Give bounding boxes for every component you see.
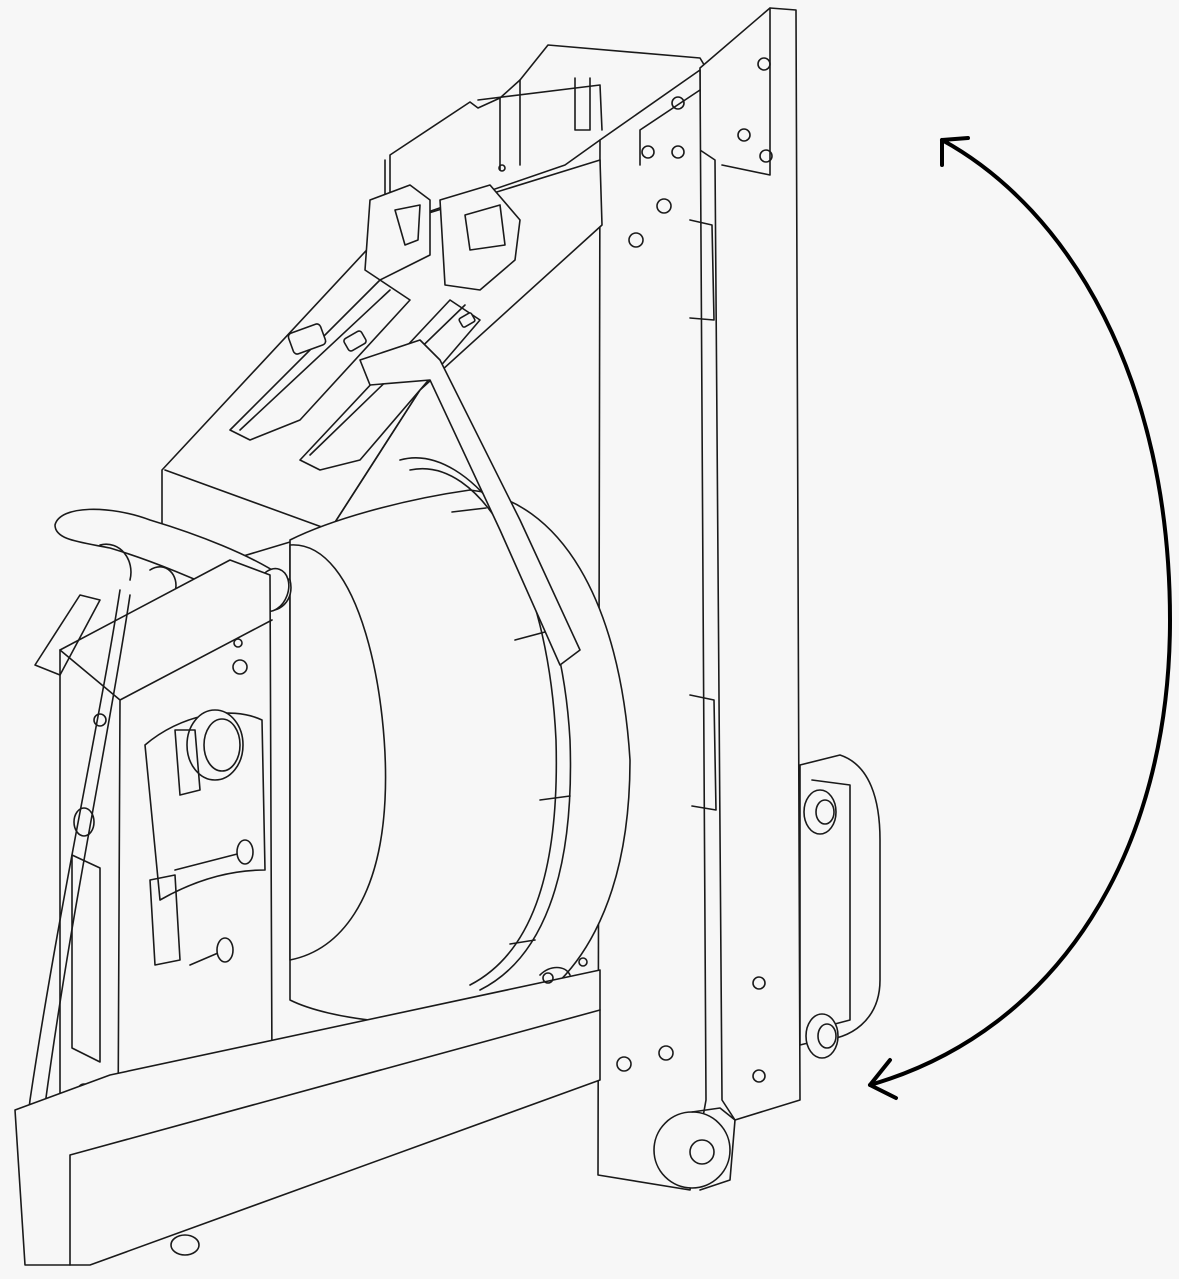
foot-rest-left xyxy=(229,184,431,441)
rear-base xyxy=(14,957,601,1266)
front-wheel xyxy=(653,1107,736,1191)
top-rail-frame xyxy=(389,44,707,226)
foot-strap-buckles xyxy=(287,312,476,355)
foot-rest-right xyxy=(299,184,521,471)
pull-strap xyxy=(359,339,581,945)
rotate-double-arrow-icon xyxy=(868,136,1172,1100)
front-rail-right xyxy=(699,7,801,1121)
rear-wheel-housing xyxy=(799,754,881,1059)
water-tank xyxy=(289,457,631,1025)
pulley-mechanism xyxy=(144,709,266,966)
monorail xyxy=(597,69,717,1191)
